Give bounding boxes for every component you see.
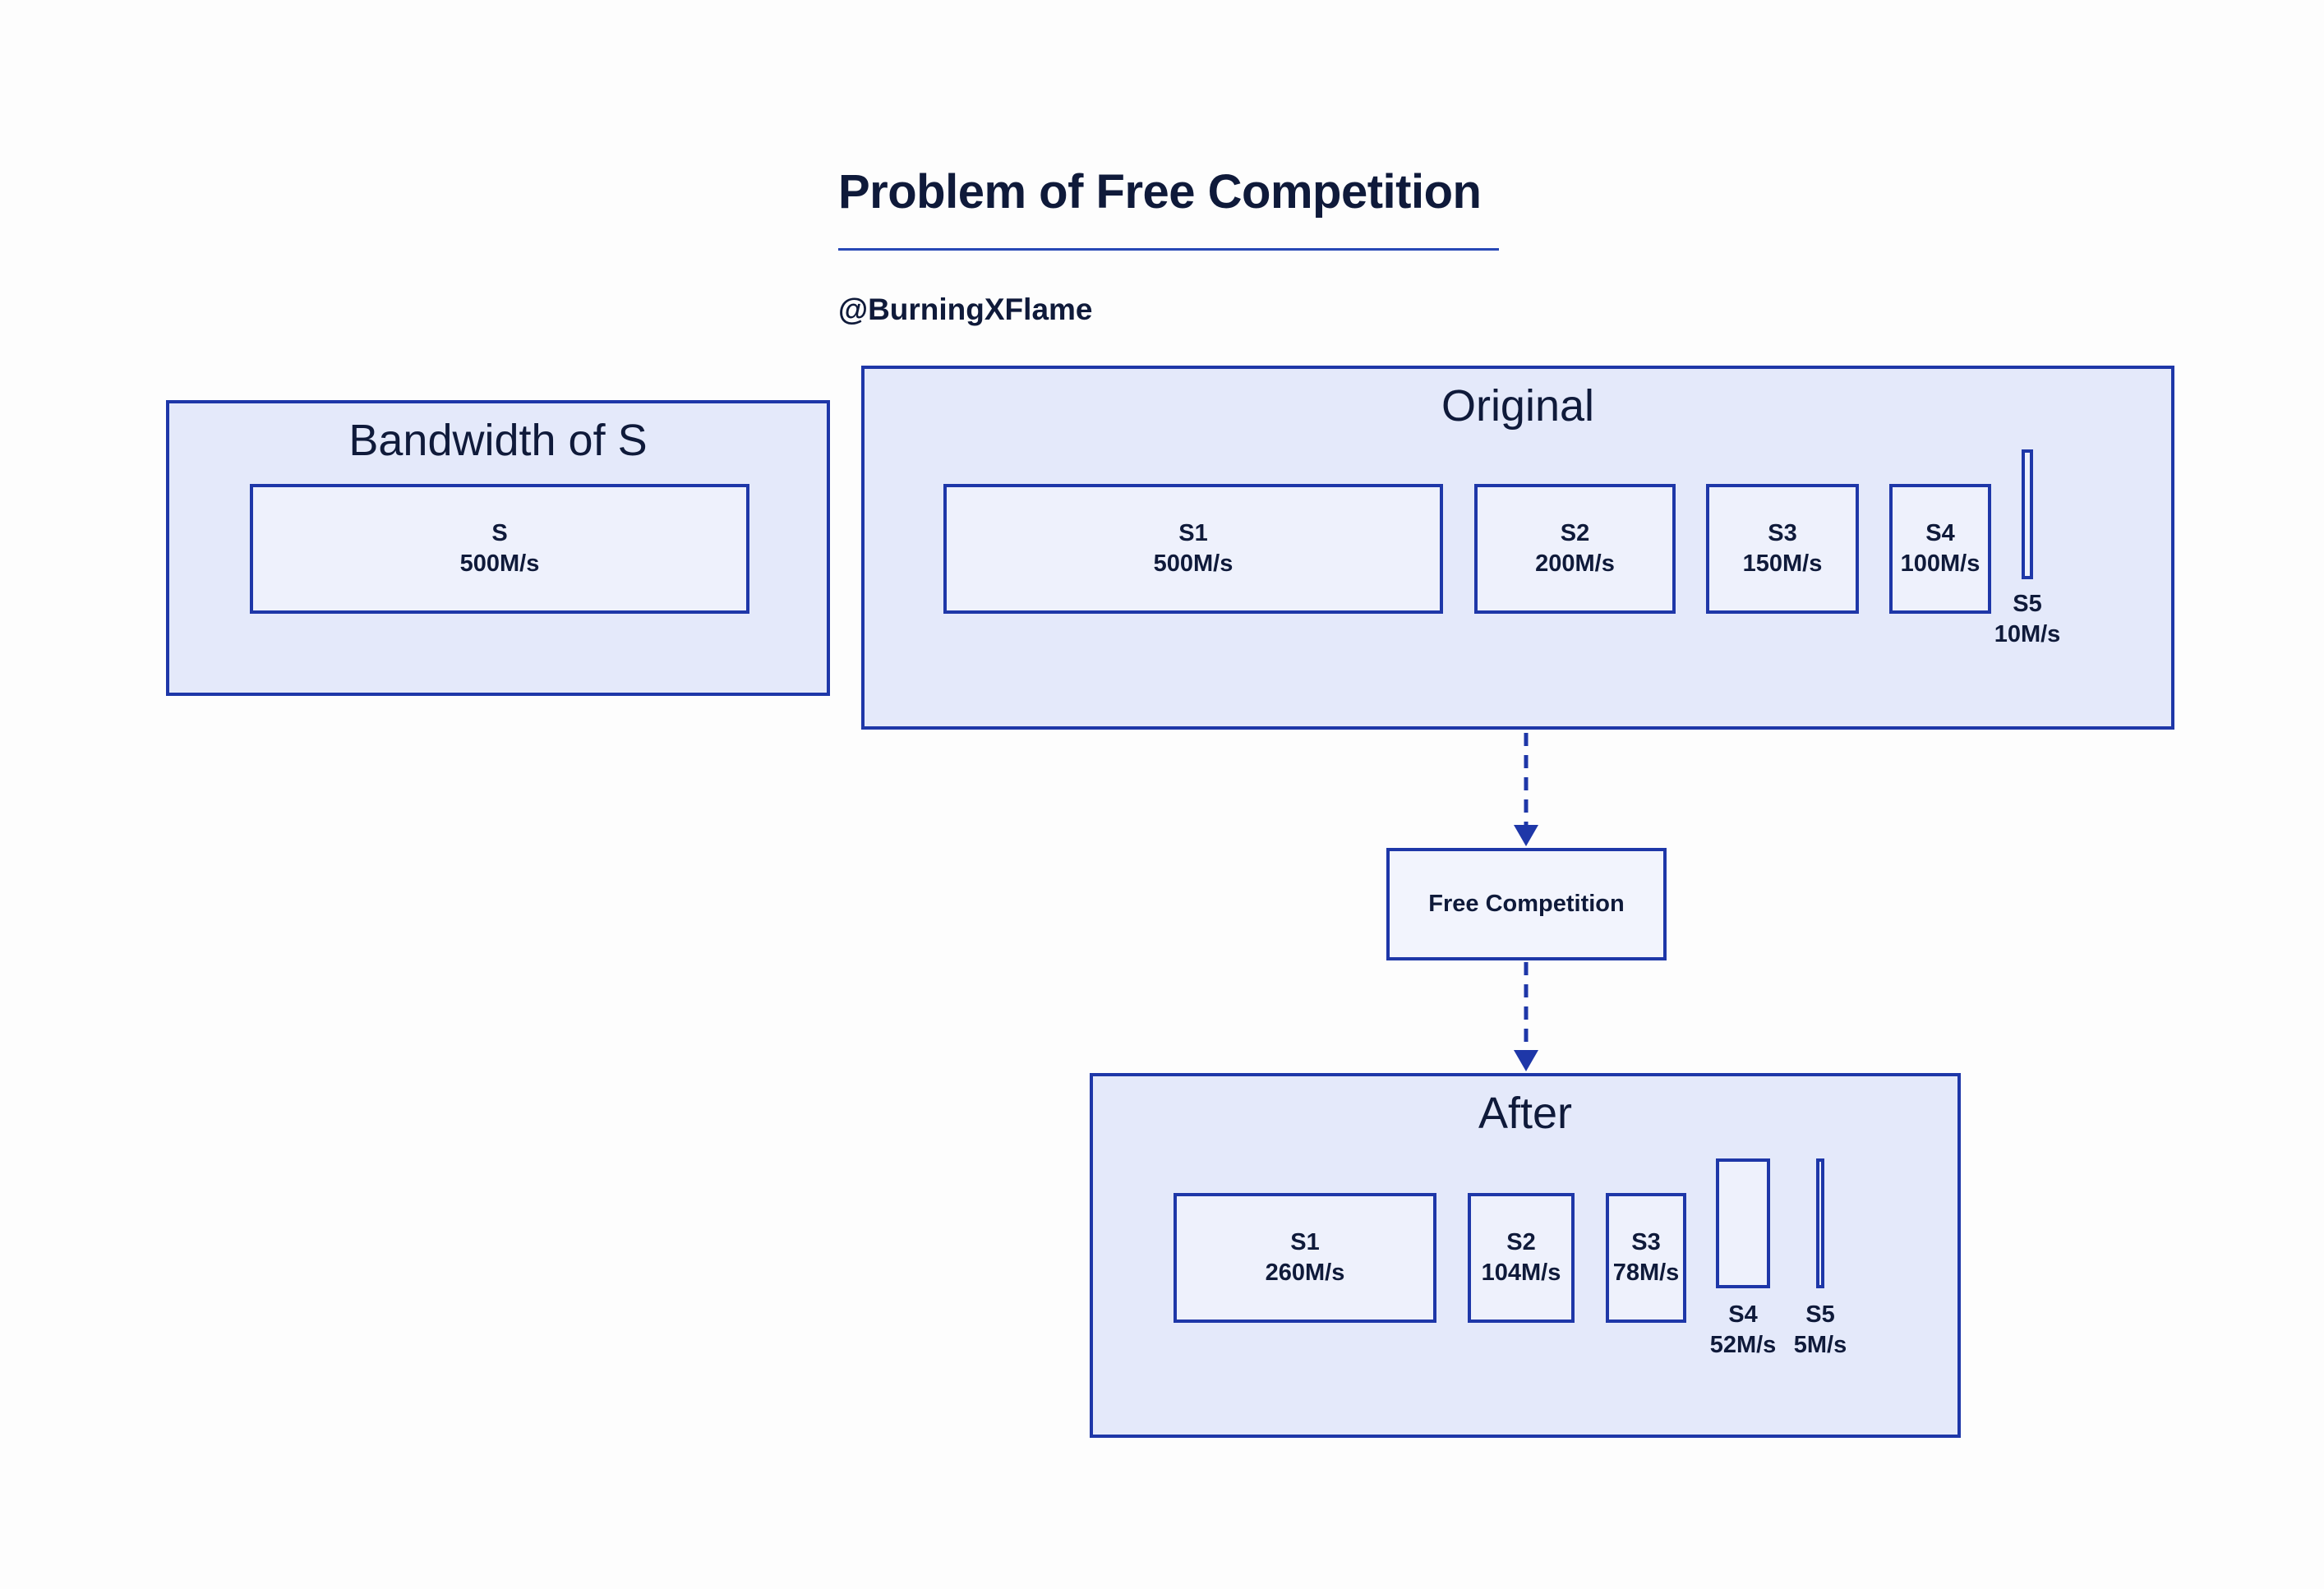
original-s3-box: S3 150M/s bbox=[1706, 484, 1859, 614]
after-s4-label: S4 52M/s bbox=[1698, 1300, 1788, 1361]
server-name: S2 bbox=[1506, 1229, 1536, 1255]
after-s5-bar bbox=[1816, 1158, 1824, 1288]
server-rate: 500M/s bbox=[1153, 550, 1233, 577]
arrow-competition-to-after bbox=[1514, 962, 1538, 1071]
server-name: S4 bbox=[1925, 520, 1955, 546]
server-name: S3 bbox=[1631, 1229, 1661, 1255]
server-rate: 200M/s bbox=[1535, 550, 1615, 577]
title-underline bbox=[838, 248, 1499, 251]
server-name: S5 bbox=[2013, 591, 2042, 617]
original-s2-box: S2 200M/s bbox=[1474, 484, 1676, 614]
server-name: S2 bbox=[1560, 520, 1590, 546]
after-s1-box: S1 260M/s bbox=[1174, 1193, 1436, 1323]
author-handle: @BurningXFlame bbox=[838, 292, 1093, 326]
original-s5-label: S5 10M/s bbox=[1978, 589, 2077, 650]
free-competition-box: Free Competition bbox=[1386, 848, 1667, 960]
original-s5-bar bbox=[2022, 449, 2033, 579]
after-s3-box: S3 78M/s bbox=[1606, 1193, 1686, 1323]
after-s4-bar bbox=[1716, 1158, 1770, 1288]
server-rate: 5M/s bbox=[1793, 1332, 1847, 1358]
server-rate: 10M/s bbox=[1994, 621, 2061, 647]
server-rate: 150M/s bbox=[1742, 550, 1823, 577]
original-panel-title: Original bbox=[1441, 381, 1595, 431]
server-rate: 500M/s bbox=[459, 550, 540, 577]
bandwidth-panel-title: Bandwidth of S bbox=[348, 416, 648, 465]
server-name: S4 bbox=[1728, 1301, 1758, 1328]
original-s4-box: S4 100M/s bbox=[1889, 484, 1991, 614]
after-s5-label: S5 5M/s bbox=[1782, 1300, 1859, 1361]
original-s1-box: S1 500M/s bbox=[943, 484, 1443, 614]
server-rate: 78M/s bbox=[1612, 1260, 1680, 1286]
server-name: S1 bbox=[1290, 1229, 1320, 1255]
bandwidth-panel: Bandwidth of S S 500M/s bbox=[166, 400, 830, 696]
diagram-title: Problem of Free Competition bbox=[838, 165, 1482, 219]
server-rate: 260M/s bbox=[1265, 1260, 1345, 1286]
after-panel-title: After bbox=[1478, 1089, 1573, 1138]
after-panel: After S1 260M/s S2 104M/s S3 78M/s S4 52… bbox=[1090, 1073, 1961, 1438]
after-s2-box: S2 104M/s bbox=[1468, 1193, 1575, 1323]
server-name: S1 bbox=[1178, 520, 1208, 546]
server-s-box: S 500M/s bbox=[250, 484, 749, 614]
server-rate: 52M/s bbox=[1709, 1332, 1777, 1358]
server-name: S3 bbox=[1768, 520, 1797, 546]
server-rate: 104M/s bbox=[1481, 1260, 1561, 1286]
server-name: S bbox=[491, 520, 508, 546]
arrow-original-to-competition bbox=[1514, 733, 1538, 846]
free-competition-label: Free Competition bbox=[1428, 891, 1625, 917]
server-rate: 100M/s bbox=[1900, 550, 1980, 577]
original-panel: Original S1 500M/s S2 200M/s S3 150M/s S… bbox=[861, 366, 2174, 730]
server-name: S5 bbox=[1805, 1301, 1835, 1328]
